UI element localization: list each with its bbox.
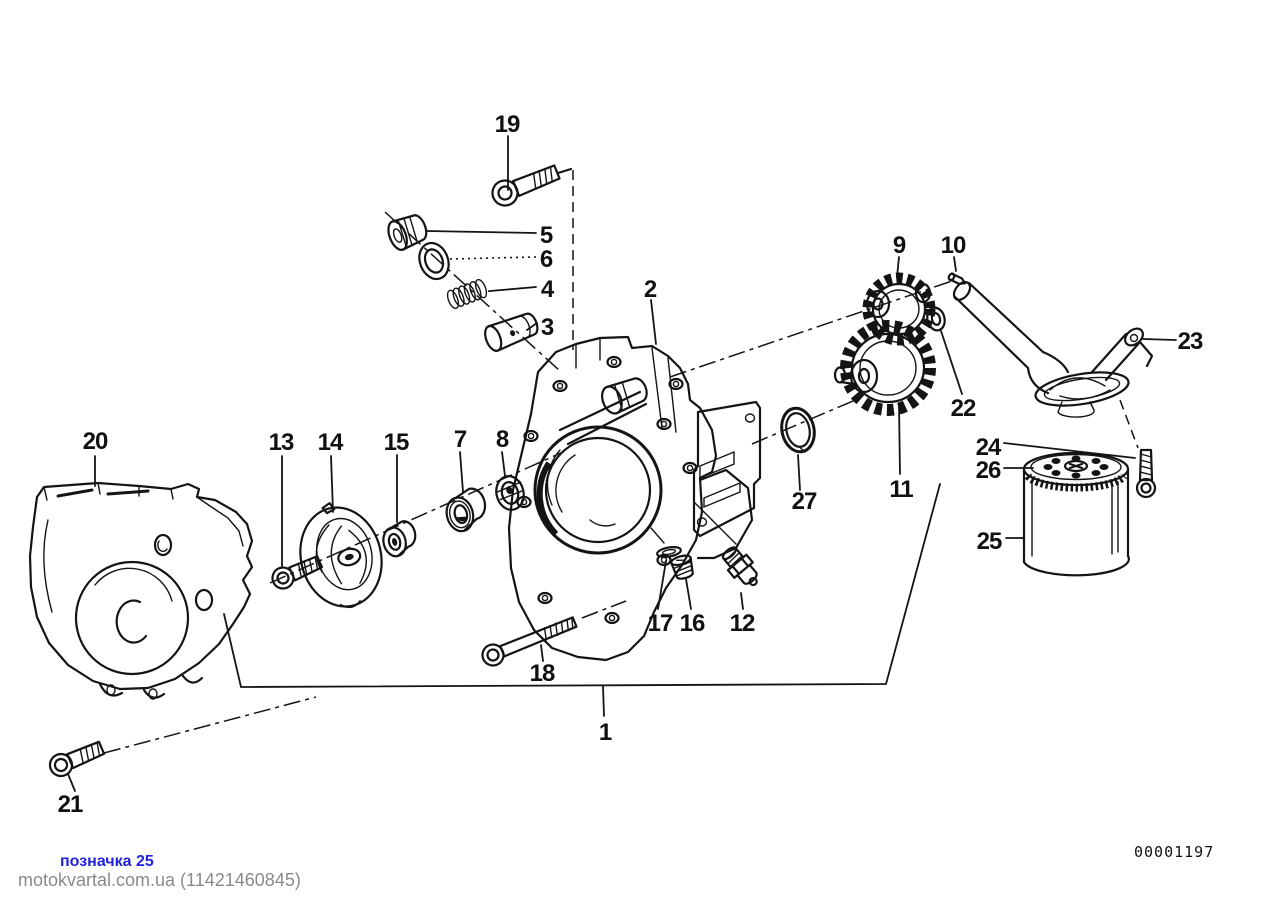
- callout-8: 8: [496, 426, 509, 453]
- part-13-screw: [271, 555, 324, 590]
- part-6-sealing-ring: [418, 241, 450, 281]
- document-number: 00001197: [1134, 843, 1215, 861]
- callout-7: 7: [454, 426, 467, 453]
- part-21-screw: [48, 740, 106, 778]
- callout-6: 6: [540, 246, 553, 273]
- part-23-oil-pickup-pipe: [952, 281, 1154, 418]
- part-12-pressure-valve: [721, 546, 758, 587]
- part-11-pump-gear-shaft: [833, 320, 936, 416]
- callout-22: 22: [951, 395, 976, 422]
- part-22-washer: [926, 306, 946, 332]
- part-10-pin: [947, 272, 967, 285]
- callout-9: 9: [893, 232, 906, 259]
- callout-15: 15: [384, 429, 409, 456]
- callout-5: 5: [540, 222, 553, 249]
- callout-12: 12: [730, 610, 755, 637]
- part-25-oil-filter: [1022, 451, 1130, 577]
- callout-13: 13: [269, 429, 294, 456]
- callout-16: 16: [680, 610, 705, 637]
- callout-3: 3: [541, 314, 554, 341]
- part-19-screw: [491, 164, 561, 207]
- callout-14: 14: [318, 429, 344, 456]
- callout-24: 24: [976, 434, 1002, 461]
- part-3-valve-piston: [484, 312, 539, 352]
- callout-21: 21: [58, 791, 83, 818]
- part-20-engine-cover: [28, 481, 254, 700]
- callout-19: 19: [495, 111, 520, 138]
- watermark-source-text: motokvartal.com.ua (11421460845): [18, 870, 301, 890]
- callout-labels: 1 2 3 4 5 6 7 8 9 10 11 12 13 14 15 16 1…: [58, 111, 1204, 818]
- callout-17: 17: [648, 610, 673, 637]
- part-14-impeller: [299, 502, 383, 609]
- callout-11: 11: [889, 476, 913, 503]
- callout-4: 4: [541, 276, 555, 303]
- callout-23: 23: [1178, 328, 1203, 355]
- part-24-screw: [1135, 448, 1157, 499]
- part-4-spring: [446, 278, 488, 310]
- part-15-bushing: [382, 520, 417, 558]
- leader-lines: [67, 135, 1177, 792]
- watermark-link[interactable]: позначка 25: [60, 853, 154, 870]
- part-18-long-screw: [481, 616, 578, 667]
- part-16-threaded-plug: [670, 554, 694, 580]
- callout-18: 18: [530, 660, 555, 687]
- filter-knurl-band: [1024, 473, 1128, 492]
- callout-1: 1: [599, 719, 612, 746]
- callout-10: 10: [941, 232, 966, 259]
- pump-plunger-in-bore: [601, 377, 648, 415]
- part-8-bearing-ring: [495, 475, 525, 511]
- callout-20: 20: [83, 428, 108, 455]
- assembly-bracket-1: [223, 483, 941, 688]
- callout-2: 2: [644, 276, 657, 303]
- part-17-gasket-washer: [656, 546, 682, 558]
- callout-25: 25: [977, 528, 1002, 555]
- part-27-o-ring: [780, 406, 816, 454]
- callout-26: 26: [976, 457, 1001, 484]
- gasket-plate: [692, 400, 762, 538]
- callout-27: 27: [792, 488, 817, 515]
- part-5-screw-plug: [387, 214, 428, 251]
- part-7-shaft-seal: [445, 487, 487, 533]
- assembly-axis-lines: [103, 167, 1139, 754]
- part-2-pump-housing: [507, 335, 754, 662]
